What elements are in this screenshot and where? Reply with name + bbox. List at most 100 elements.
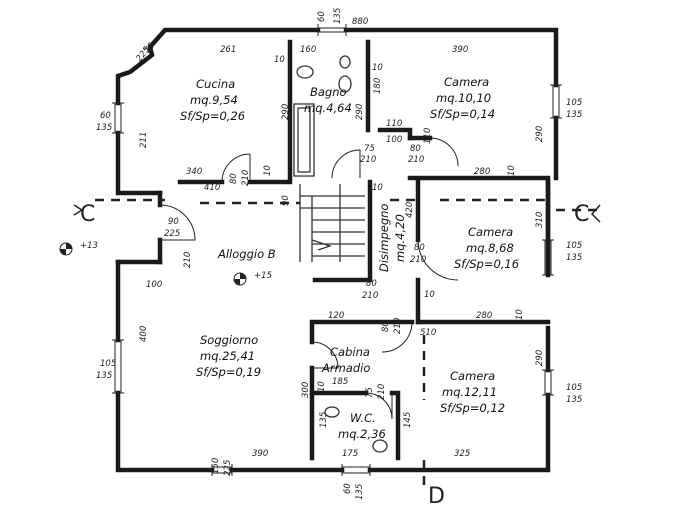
camera2-area: mq.8,68 (466, 241, 514, 255)
dim-label: 105 (566, 241, 582, 251)
camera2-name: Camera (468, 225, 513, 239)
dim-label: 325 (454, 449, 470, 459)
dim-label: 135 (333, 8, 343, 24)
dim-label: 210 (183, 252, 193, 268)
bagno-name: Bagno (310, 85, 347, 99)
wc-area: mq.2,36 (338, 427, 386, 441)
dim-label: 210 (377, 384, 387, 400)
dim-label: 10 (372, 183, 383, 193)
staircase (299, 184, 365, 262)
dim-label: 280 (476, 311, 492, 321)
dim-label: 10 (515, 309, 525, 320)
dim-label: 175 (342, 449, 358, 459)
interior-walls (157, 39, 551, 461)
dim-label: 880 (352, 17, 368, 27)
dim-label: 10 (317, 381, 327, 392)
dim-label: 210 (241, 170, 251, 186)
soggiorno-name: Soggiorno (200, 333, 258, 347)
camera1-ratio: Sf/Sp=0,14 (430, 107, 495, 121)
camera2-ratio: Sf/Sp=0,16 (454, 257, 519, 271)
section-lines (95, 198, 600, 490)
dim-label: 225 (164, 229, 180, 239)
dim-label: 210 (408, 155, 424, 165)
dim-label: 390 (252, 449, 268, 459)
fixtures (293, 55, 388, 453)
dim-label: 10 (263, 165, 273, 176)
dim-label: 90 (281, 195, 291, 206)
cabina-name: Cabina (330, 345, 370, 359)
elevation-outer: +13 (80, 241, 98, 251)
dim-label: 390 (452, 45, 468, 55)
camera1-name: Camera (444, 75, 489, 89)
section-arrow-left (73, 204, 84, 216)
dim-label: 510 (420, 328, 436, 338)
cucina-area: mq.9,54 (190, 93, 238, 107)
dim-label: 290 (355, 104, 365, 120)
dim-label: 60 (343, 483, 353, 494)
dimension-labels: 60 135 880 261 160 390 75 225 10 10 180 … (96, 8, 582, 500)
dim-label: 80 (410, 144, 421, 154)
camera3-area: mq.12,11 (442, 385, 497, 399)
camera3-name: Camera (450, 369, 495, 383)
dim-label: 160 (300, 45, 316, 55)
toilet-bagno (338, 75, 352, 93)
cabina-name2: Armadio (321, 361, 370, 375)
bidet-bagno (339, 55, 351, 69)
section-mark-right: C (574, 202, 589, 227)
dim-label: 10 (507, 165, 517, 176)
dim-label: 10 (274, 55, 285, 65)
dim-label: 300 (301, 382, 311, 398)
dim-label: 10 (372, 63, 383, 73)
dim-label: 420 (405, 202, 415, 218)
dim-label: 100 (146, 280, 162, 290)
dim-label: 135 (96, 123, 112, 133)
dim-label: 10 (424, 290, 435, 300)
dim-label: 135 (355, 484, 365, 500)
elevation-markers (59, 242, 247, 286)
toilet-wc (372, 439, 388, 453)
camera3-ratio: Sf/Sp=0,12 (440, 401, 505, 415)
dim-label: 210 (410, 255, 426, 265)
dim-label: 145 (403, 412, 413, 428)
windows (112, 24, 562, 476)
dim-label: 105 (566, 383, 582, 393)
section-mark-left: C (80, 202, 95, 227)
dim-label: 211 (139, 132, 149, 148)
dim-label: 135 (566, 395, 582, 405)
dim-label: 80 (414, 243, 425, 253)
camera1-area: mq.10,10 (436, 91, 491, 105)
dim-label: 80 (381, 321, 391, 332)
sink-bagno (296, 65, 314, 79)
unit-label: Alloggio B (217, 247, 276, 261)
soggiorno-ratio: Sf/Sp=0,19 (196, 365, 261, 379)
section-arrow-right (590, 204, 601, 223)
section-mark-bottom: D (428, 484, 445, 509)
dim-label: 75 (364, 144, 375, 154)
dim-label: 100 (386, 135, 402, 145)
dim-label: 290 (535, 350, 545, 366)
dim-label: 185 (332, 377, 348, 387)
dim-label: 340 (186, 167, 202, 177)
dim-label: 110 (386, 119, 402, 129)
dim-label: 210 (393, 318, 403, 334)
dim-label: 180 (373, 78, 383, 94)
bagno-area: mq.4,64 (304, 101, 352, 115)
soggiorno-area: mq.25,41 (200, 349, 255, 363)
dim-label: 400 (139, 326, 149, 342)
dim-label: 290 (281, 104, 291, 120)
dim-label: 110 (423, 128, 433, 144)
dim-label: 80 (366, 279, 377, 289)
disimpegno-area: mq.4,20 (393, 214, 407, 262)
dim-label: 80 (229, 173, 239, 184)
disimpegno-name: Disimpegno (377, 204, 391, 272)
doors (159, 137, 459, 420)
dim-label: 290 (535, 126, 545, 142)
dim-label: 60 (100, 111, 111, 121)
exterior-walls (115, 27, 559, 473)
dim-label: 135 (319, 412, 329, 428)
dim-label: 90 (168, 217, 179, 227)
dim-label: 310 (535, 212, 545, 228)
elevation-inner: +15 (254, 271, 272, 281)
wc-name: W.C. (350, 411, 376, 425)
